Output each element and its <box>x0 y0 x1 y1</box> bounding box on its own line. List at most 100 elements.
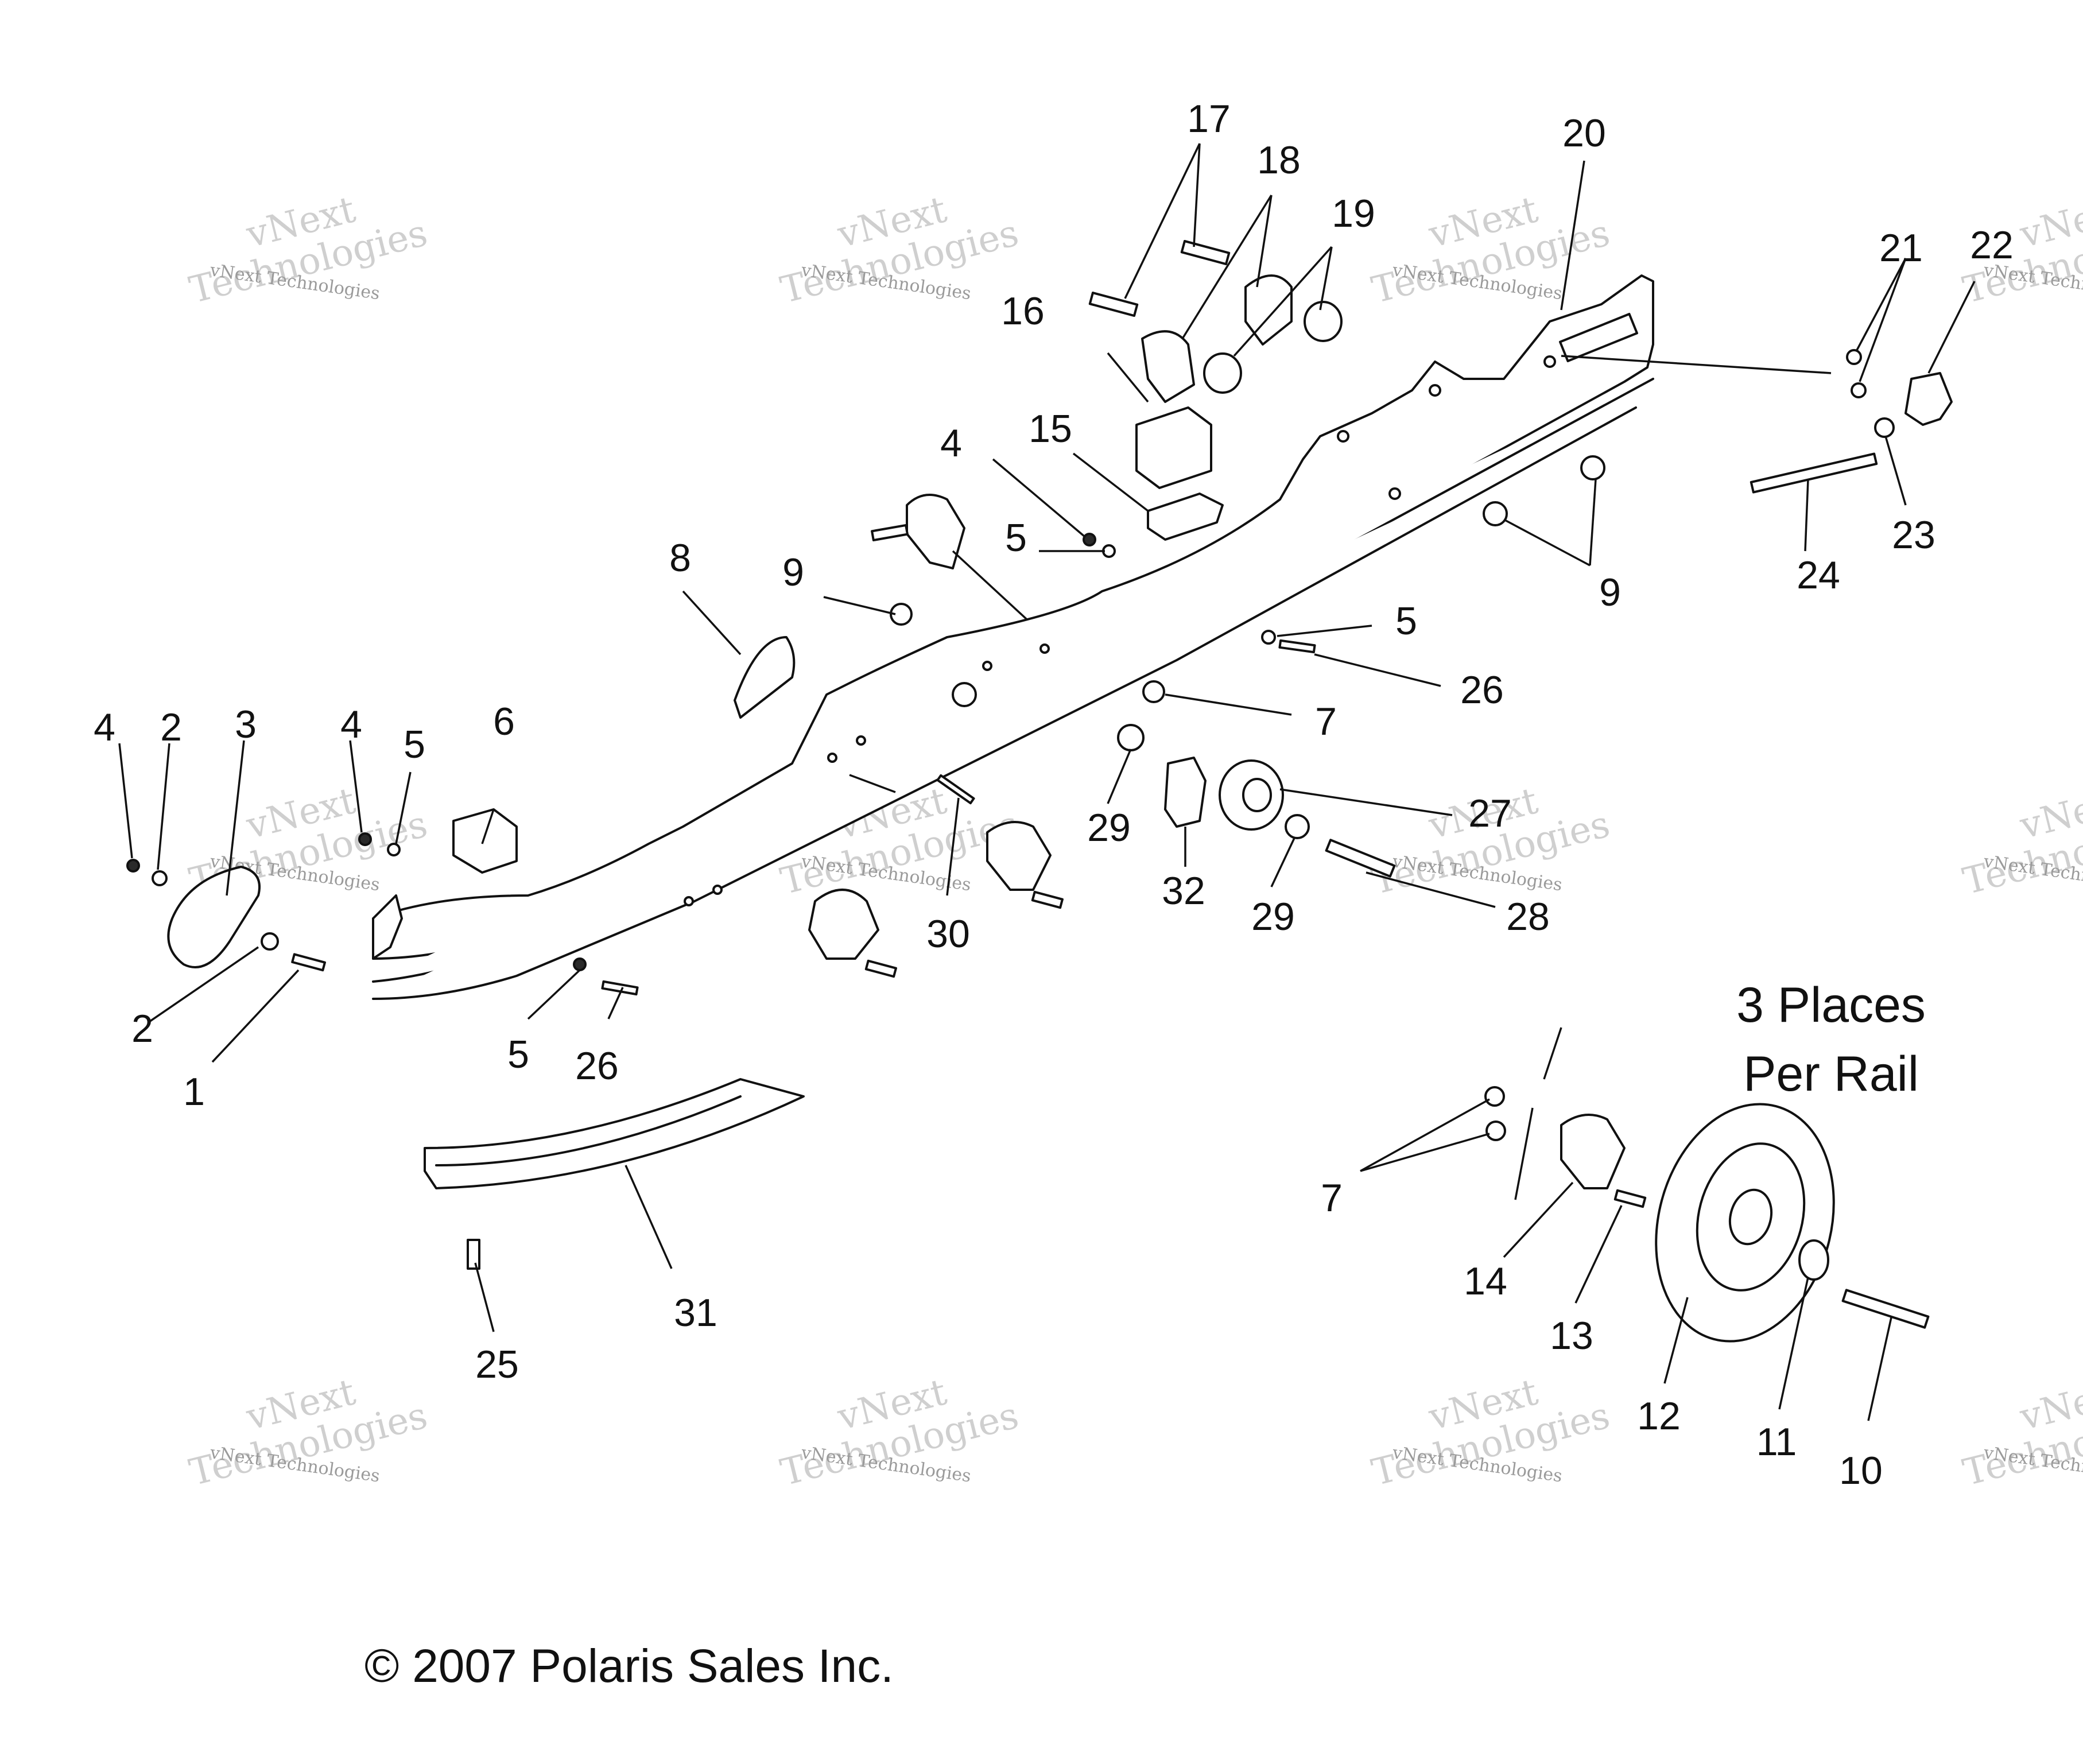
callout-31: 31 <box>674 1291 717 1335</box>
callout-26: 26 <box>1460 668 1504 712</box>
wheel-bolt <box>1325 839 1396 878</box>
callouts: 1 2 2 3 4 4 4 5 5 5 5 6 7 7 8 9 9 10 11 … <box>94 97 2014 1492</box>
callout-26b: 26 <box>575 1044 619 1088</box>
rail-slot <box>1558 312 1639 363</box>
callout-2: 2 <box>160 705 182 749</box>
front-bumper-cap <box>167 866 261 968</box>
callout-20: 20 <box>1562 111 1606 155</box>
pin <box>1278 639 1316 654</box>
callout-3: 3 <box>235 703 257 746</box>
bushing <box>1203 352 1242 394</box>
lock-nut <box>1483 501 1508 526</box>
leader-lines <box>118 143 1976 1421</box>
callout-25: 25 <box>475 1343 519 1386</box>
nut <box>1851 382 1867 398</box>
bracket-block <box>452 808 518 874</box>
spacer-sleeve <box>1164 757 1207 828</box>
shock-mount-lower <box>808 889 879 960</box>
rear-bracket <box>1904 372 1953 426</box>
nut <box>358 832 372 846</box>
spacer-block <box>1244 274 1293 346</box>
callout-5b: 5 <box>1005 516 1027 560</box>
pin <box>601 980 639 996</box>
callout-12: 12 <box>1637 1394 1681 1438</box>
spacer-block <box>1141 330 1195 403</box>
callout-22: 22 <box>1970 223 2014 267</box>
callout-30: 30 <box>926 912 970 956</box>
callout-9b: 9 <box>1599 571 1621 614</box>
axle-bolt <box>1750 452 1878 494</box>
idler-mount <box>1560 1114 1626 1189</box>
note-line-1: 3 Places <box>1736 978 1926 1033</box>
washer <box>1285 814 1310 839</box>
shoulder-bolt <box>1088 291 1139 317</box>
callout-29b: 29 <box>1251 895 1295 939</box>
mount-plate <box>734 636 796 719</box>
callout-13: 13 <box>1550 1314 1593 1358</box>
callout-28: 28 <box>1506 895 1550 939</box>
callout-8: 8 <box>669 536 691 580</box>
idler-bolt <box>1841 1289 1930 1329</box>
shock-mount <box>986 821 1052 891</box>
callout-4: 4 <box>94 705 115 749</box>
rail-holes <box>684 355 1556 906</box>
washer <box>1261 630 1276 645</box>
nut <box>1874 417 1895 438</box>
callout-10: 10 <box>1839 1449 1883 1492</box>
callout-18: 18 <box>1257 138 1301 182</box>
callout-19: 19 <box>1332 192 1375 235</box>
callout-24: 24 <box>1797 553 1840 597</box>
washer <box>1117 724 1145 751</box>
copyright-text: © 2007 Polaris Sales Inc. <box>364 1640 894 1692</box>
bolt <box>864 959 897 978</box>
idler-wheel-hub <box>1728 1188 1773 1246</box>
callout-32: 32 <box>1162 869 1205 913</box>
callout-5: 5 <box>404 723 425 766</box>
nut <box>573 957 587 971</box>
washer <box>1798 1239 1829 1281</box>
bolt <box>1613 1189 1647 1208</box>
bushing <box>1304 301 1343 342</box>
lock-nut <box>1580 455 1605 480</box>
callout-17: 17 <box>1187 97 1231 141</box>
washer <box>152 870 168 886</box>
hyfax-wear-strip-edge <box>435 1095 742 1166</box>
callout-4b: 4 <box>340 703 362 746</box>
shock-mount-upper <box>906 494 965 569</box>
pin <box>936 774 975 805</box>
washer <box>261 932 279 951</box>
callout-4c: 4 <box>940 421 962 465</box>
lock-nut <box>1485 1121 1506 1141</box>
limiter-clip <box>1147 493 1224 541</box>
nut <box>126 859 140 873</box>
callout-7b: 7 <box>1321 1176 1343 1220</box>
nut <box>1846 349 1862 365</box>
callout-16: 16 <box>1001 289 1045 333</box>
rail-bottom-edge <box>372 406 1637 1000</box>
rail-front-tip <box>372 894 403 960</box>
screw <box>291 953 326 972</box>
callout-11: 11 <box>1756 1420 1797 1464</box>
callout-14: 14 <box>1464 1259 1507 1303</box>
callout-21: 21 <box>1879 226 1923 270</box>
callout-29: 29 <box>1087 806 1131 850</box>
callout-5d: 5 <box>507 1033 529 1076</box>
callout-2b: 2 <box>131 1007 153 1050</box>
callout-15: 15 <box>1029 407 1072 451</box>
callout-1: 1 <box>183 1070 205 1114</box>
note-line-2: Per Rail <box>1743 1046 1919 1102</box>
bolt <box>1031 890 1064 909</box>
limiter-block <box>1135 406 1212 489</box>
callout-7: 7 <box>1315 700 1337 743</box>
callout-5c: 5 <box>1395 599 1417 643</box>
bolt <box>871 524 909 542</box>
lock-nut <box>1142 680 1165 703</box>
rail-assembly <box>372 274 1654 1000</box>
lock-nut <box>890 603 913 626</box>
callout-9: 9 <box>782 550 804 594</box>
callout-23: 23 <box>1892 513 1935 557</box>
callout-6: 6 <box>493 700 515 743</box>
shoulder-bolt <box>1180 239 1231 266</box>
callout-27: 27 <box>1468 792 1512 835</box>
